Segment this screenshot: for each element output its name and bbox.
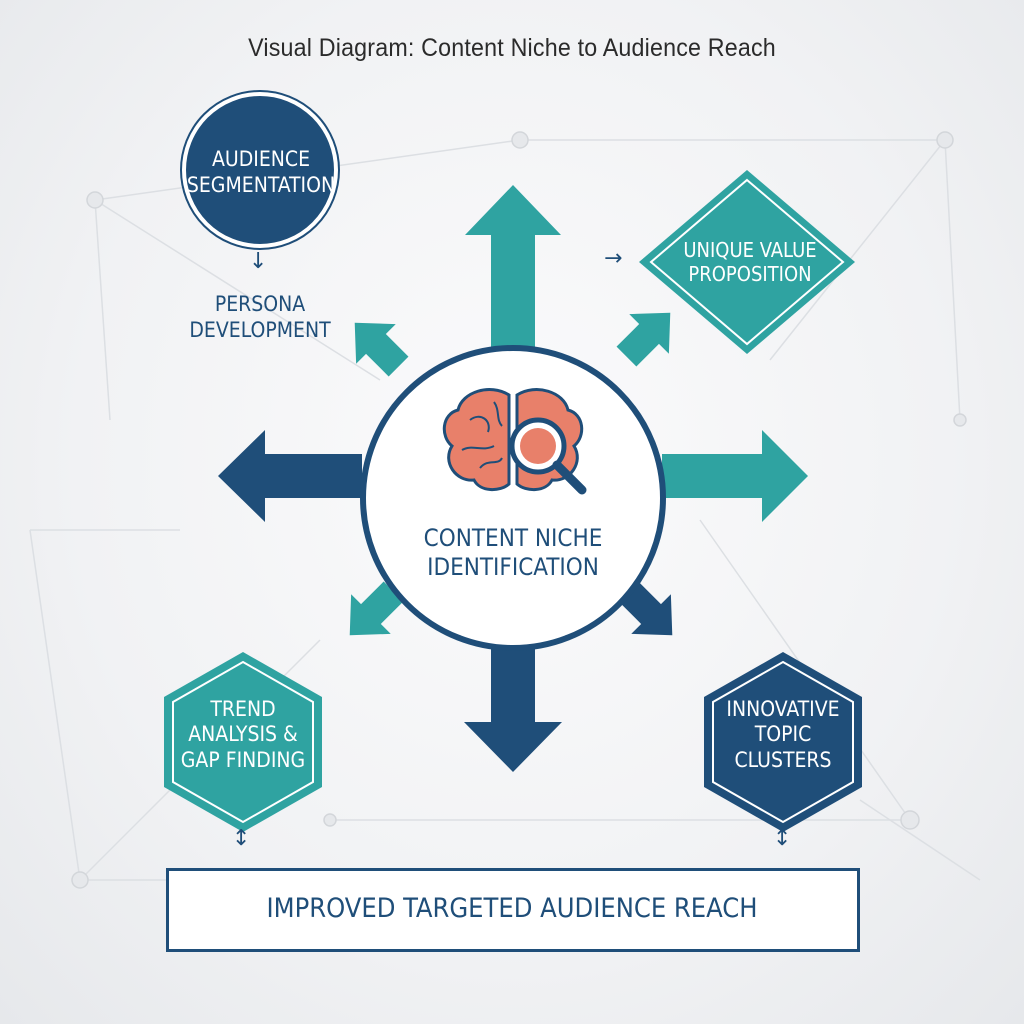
background-nodes [71, 131, 967, 889]
outcome-label: IMPROVED TARGETED AUDIENCE REACH [266, 892, 758, 924]
right-arrow-connector: → [604, 246, 623, 271]
center-node [360, 345, 666, 651]
unique-value-proposition-node [639, 170, 855, 354]
topic-clusters-node [704, 652, 862, 832]
content-niche-identification-label: CONTENT NICHE IDENTIFICATION [423, 523, 603, 581]
background-network [29, 139, 981, 881]
radial-arrows [218, 185, 808, 772]
updown-arrow-left-connector: ↕ [232, 826, 251, 851]
audience-segmentation-label: AUDIENCE SEGMENTATION [186, 147, 336, 197]
outcome-box [166, 868, 860, 952]
persona-development-label: PERSONA DEVELOPMENT [189, 292, 331, 342]
arrow-down-right [618, 581, 673, 636]
arrow-left [218, 430, 362, 522]
arrow-right [662, 430, 808, 522]
brain-magnifier-icon [442, 388, 587, 495]
arrow-up-left [354, 322, 409, 377]
audience-segmentation-node [182, 92, 338, 248]
trend-analysis-label: TREND ANALYSIS & GAP FINDING [180, 696, 306, 772]
unique-value-proposition-label: UNIQUE VALUE PROPOSITION [683, 237, 817, 286]
diagram-title: Visual Diagram: Content Niche to Audienc… [248, 34, 776, 62]
arrow-down-left [349, 581, 404, 636]
arrow-up-right [616, 312, 671, 367]
trend-analysis-node [164, 652, 322, 832]
down-arrow-connector: ↓ [249, 249, 268, 274]
arrow-up [465, 185, 561, 365]
topic-clusters-label: INNOVATIVE TOPIC CLUSTERS [726, 696, 840, 772]
updown-arrow-right-connector: ↕ [773, 826, 792, 851]
arrow-down [464, 632, 562, 772]
